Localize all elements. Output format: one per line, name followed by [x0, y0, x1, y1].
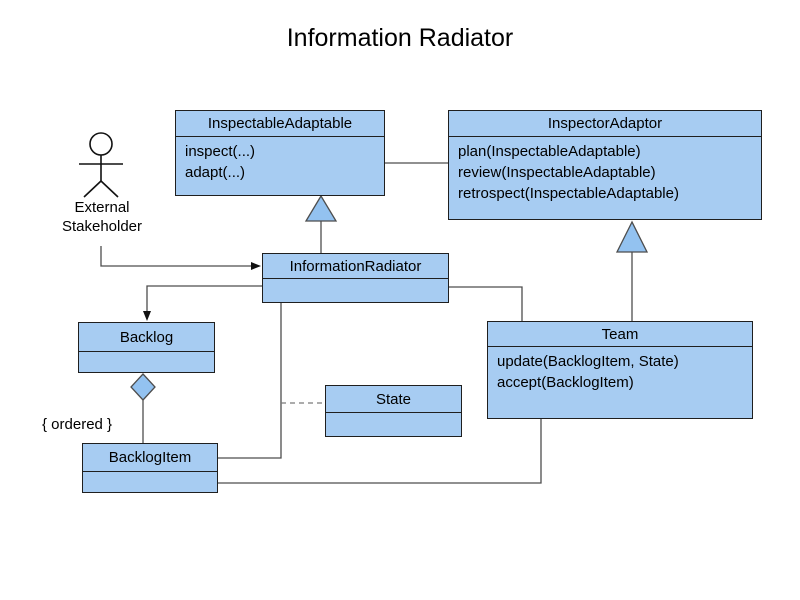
class-name: InformationRadiator	[263, 254, 448, 279]
association-informationradiator-backlog	[146, 285, 262, 313]
class-methods: update(BacklogItem, State) accept(Backlo…	[488, 347, 752, 418]
class-box-team: Team update(BacklogItem, State) accept(B…	[487, 321, 753, 419]
class-methods: plan(InspectableAdaptable) review(Inspec…	[449, 137, 761, 219]
method-item: review(InspectableAdaptable)	[458, 164, 656, 181]
actor-label: External Stakeholder	[31, 198, 173, 236]
class-name: InspectableAdaptable	[176, 111, 384, 137]
class-box-inspectoradaptor: InspectorAdaptor plan(InspectableAdaptab…	[448, 110, 762, 220]
method-item: plan(InspectableAdaptable)	[458, 143, 641, 160]
method-item: accept(BacklogItem)	[497, 374, 634, 391]
aggregation-diamond-icon	[130, 373, 156, 401]
class-name: InspectorAdaptor	[449, 111, 761, 137]
class-box-inspectableadaptable: InspectableAdaptable inspect(...) adapt(…	[175, 110, 385, 196]
generalization-triangle-icon	[304, 194, 338, 222]
method-item: inspect(...)	[185, 143, 256, 160]
class-name: Backlog	[79, 323, 214, 352]
class-box-informationradiator: InformationRadiator	[262, 253, 449, 303]
class-box-backlog: Backlog	[78, 322, 215, 373]
diagram-title: Information Radiator	[286, 24, 514, 52]
method-item: update(BacklogItem, State)	[497, 353, 679, 370]
association-team-backlogitem	[218, 419, 542, 484]
association-informationradiator-backlogitem	[218, 303, 282, 459]
class-name: Team	[488, 322, 752, 347]
arrowhead-down-icon	[143, 311, 151, 321]
actor-label-line2: Stakeholder	[61, 218, 143, 235]
generalization-triangle-icon	[615, 220, 649, 253]
association-actor-informationradiator	[100, 246, 252, 267]
class-methods: inspect(...) adapt(...)	[176, 137, 384, 195]
class-name: BacklogItem	[83, 444, 217, 472]
ordered-constraint-label: { ordered }	[42, 416, 113, 433]
actor-label-line1: External	[74, 199, 130, 216]
class-name: State	[326, 386, 461, 413]
class-methods	[326, 413, 461, 436]
actor-stick-figure-icon	[79, 132, 123, 198]
class-box-backlogitem: BacklogItem	[82, 443, 218, 493]
class-methods	[83, 472, 217, 492]
association-informationradiator-team	[449, 286, 523, 321]
actor-right-leg	[100, 180, 119, 198]
arrowhead-right-icon	[251, 262, 261, 270]
method-item: retrospect(InspectableAdaptable)	[458, 185, 679, 202]
class-box-state: State	[325, 385, 462, 437]
method-item: adapt(...)	[185, 164, 246, 181]
class-methods	[263, 279, 448, 302]
actor-left-leg	[83, 180, 102, 198]
actor-head	[89, 132, 113, 156]
class-methods	[79, 352, 214, 372]
